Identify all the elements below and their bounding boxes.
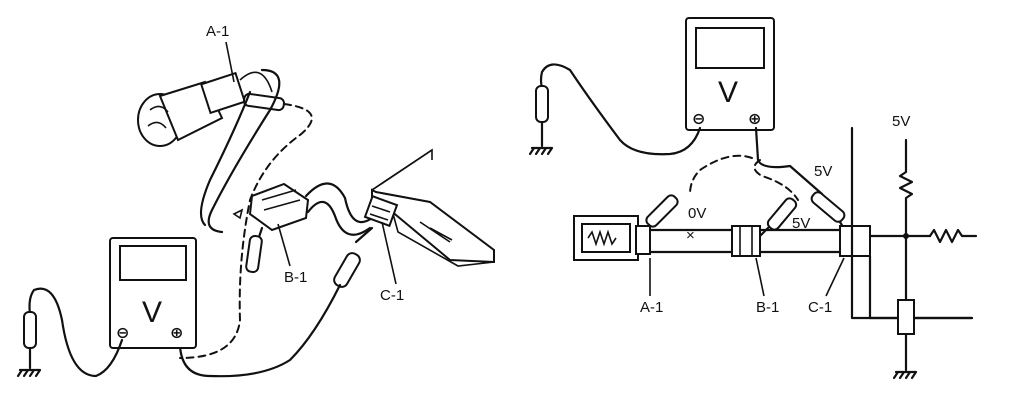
voltmeter-right: V ⊖ ⊕ <box>685 17 775 131</box>
label-5v-c1: 5V <box>814 163 832 180</box>
ground-lead-left <box>28 287 124 378</box>
ecu-input-resistor <box>868 299 974 372</box>
connector-b1 <box>232 182 310 232</box>
label-c1: C-1 <box>380 287 404 304</box>
series-resistor <box>928 228 978 244</box>
leader-right-b1 <box>755 257 765 297</box>
sensor-component <box>137 71 273 147</box>
meter-symbol-right: V <box>718 76 738 109</box>
label-5v-supply: 5V <box>892 113 910 130</box>
ground-icon-ecu <box>892 370 918 380</box>
ground-lead-right <box>539 63 702 156</box>
harness-wire-2 <box>199 90 252 227</box>
cross-mark: × <box>686 227 695 244</box>
sensor-block <box>573 215 651 261</box>
leader-c1 <box>381 221 397 285</box>
wire-b1-c1 <box>304 182 374 224</box>
probe-b1 <box>245 226 264 274</box>
minus-terminal-right: ⊖ <box>692 111 705 128</box>
label-0v: 0V <box>688 205 706 222</box>
voltmeter-left: V ⊖ ⊕ <box>109 237 197 349</box>
right-schematic-view: V ⊖ ⊕ <box>528 17 978 380</box>
connector-right-c1 <box>839 225 871 257</box>
plus-terminal-right: ⊕ <box>748 111 761 128</box>
ground-probe-right <box>535 85 549 148</box>
plus-terminal: ⊕ <box>170 325 183 342</box>
label-b1: B-1 <box>284 269 307 286</box>
plus-lead-dashed-a1 <box>689 154 753 195</box>
leader-a1 <box>225 41 235 83</box>
left-pictorial-view: V ⊖ ⊕ A-1 B-1 C-1 <box>16 23 495 378</box>
ground-icon <box>16 368 42 378</box>
label-right-b1: B-1 <box>756 299 779 316</box>
meter-symbol: V <box>142 296 162 329</box>
pullup-resistor <box>898 138 914 238</box>
wire-b1-c1-2 <box>306 200 372 236</box>
leader-right-c1 <box>825 257 845 297</box>
minus-terminal: ⊖ <box>116 325 129 342</box>
plus-lead-solid <box>754 126 824 196</box>
connector-right-b1 <box>731 225 761 257</box>
label-a1: A-1 <box>206 23 229 40</box>
ground-icon-right <box>528 146 554 156</box>
harness-wire <box>207 68 281 234</box>
probe-lead-c1 <box>178 283 342 378</box>
plus-lead-dashed-b1 <box>753 159 799 201</box>
label-right-a1: A-1 <box>640 299 663 316</box>
label-right-c1: C-1 <box>808 299 832 316</box>
ground-probe-left <box>23 311 37 370</box>
probe-c1 <box>333 226 374 288</box>
leader-b1 <box>277 223 291 267</box>
probe-lead-a1 <box>179 103 313 359</box>
connector-c1 <box>363 194 399 228</box>
label-5v-b1: 5V <box>792 215 810 232</box>
